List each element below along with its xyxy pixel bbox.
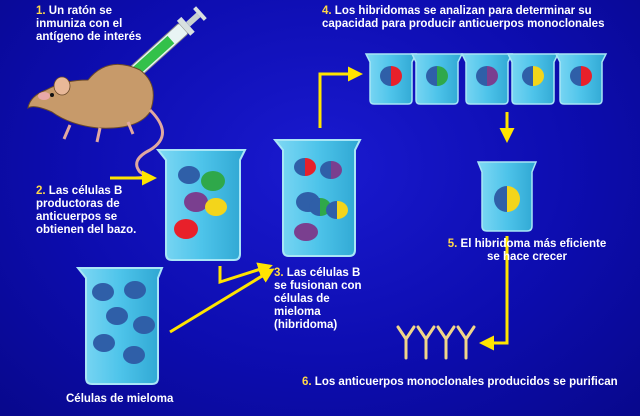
arrow-icons	[110, 66, 515, 351]
mouse-illustration	[27, 63, 164, 180]
screening-beakers	[364, 53, 608, 105]
arrow-icon-myeloma-to-fusion	[169, 268, 275, 334]
step-5-number: 5.	[447, 238, 458, 250]
screen-beaker-2	[410, 53, 464, 105]
beaker-myeloma	[75, 267, 164, 385]
step-6-number: 6.	[302, 376, 312, 388]
screen-beaker-3	[460, 53, 514, 105]
syringe-icon	[116, 6, 207, 90]
step-3-number: 3.	[274, 267, 284, 279]
step-4-number: 4.	[322, 5, 332, 17]
step-6-text: Los anticuerpos monoclonales producidos …	[314, 376, 618, 388]
step-6-label: 6. Los anticuerpos monoclonales producid…	[302, 376, 632, 389]
step-4-label: 4. Los hibridomas se analizan para deter…	[322, 5, 622, 31]
arrow-icon-select-to-purify	[479, 236, 509, 351]
step-2-label: 2. Las células B productoras de anticuer…	[36, 185, 156, 237]
antibody-icon-2	[416, 325, 436, 360]
step-1-text: Un ratón se inmuniza con el antígeno de …	[36, 5, 142, 43]
step-3-text: Las células B se fusionan con células de…	[274, 267, 362, 331]
step-5-label: 5. El hibridoma más eficiente se hace cr…	[447, 238, 607, 264]
beaker-selected	[476, 161, 538, 232]
screen-beaker-4	[506, 53, 560, 105]
antibody-icon-3	[436, 325, 456, 360]
step-1-label: 1. Un ratón se inmuniza con el antígeno …	[36, 5, 144, 44]
step-1-number: 1.	[36, 5, 46, 17]
antibody-icons	[396, 325, 476, 360]
step-5-text: El hibridoma más eficiente se hace crece…	[460, 238, 607, 263]
screen-beaker-5	[554, 53, 608, 105]
step-2-number: 2.	[36, 185, 46, 197]
step-4-text: Los hibridomas se analizan para determin…	[322, 5, 605, 30]
step-3-label: 3. Las células B se fusionan con células…	[274, 267, 366, 332]
screen-beaker-1	[364, 53, 418, 105]
myeloma-label: Células de mieloma	[66, 393, 174, 405]
arrow-icon-fusion-to-screen	[318, 66, 363, 128]
arrow-icon-spleen-to-fusion	[218, 262, 273, 285]
antibody-icon-4	[456, 325, 476, 360]
beaker-fusion	[272, 139, 362, 257]
beaker-spleen	[155, 149, 247, 261]
step-2-text: Las células B productoras de anticuerpos…	[36, 185, 137, 236]
antibody-icon-1	[396, 325, 416, 360]
